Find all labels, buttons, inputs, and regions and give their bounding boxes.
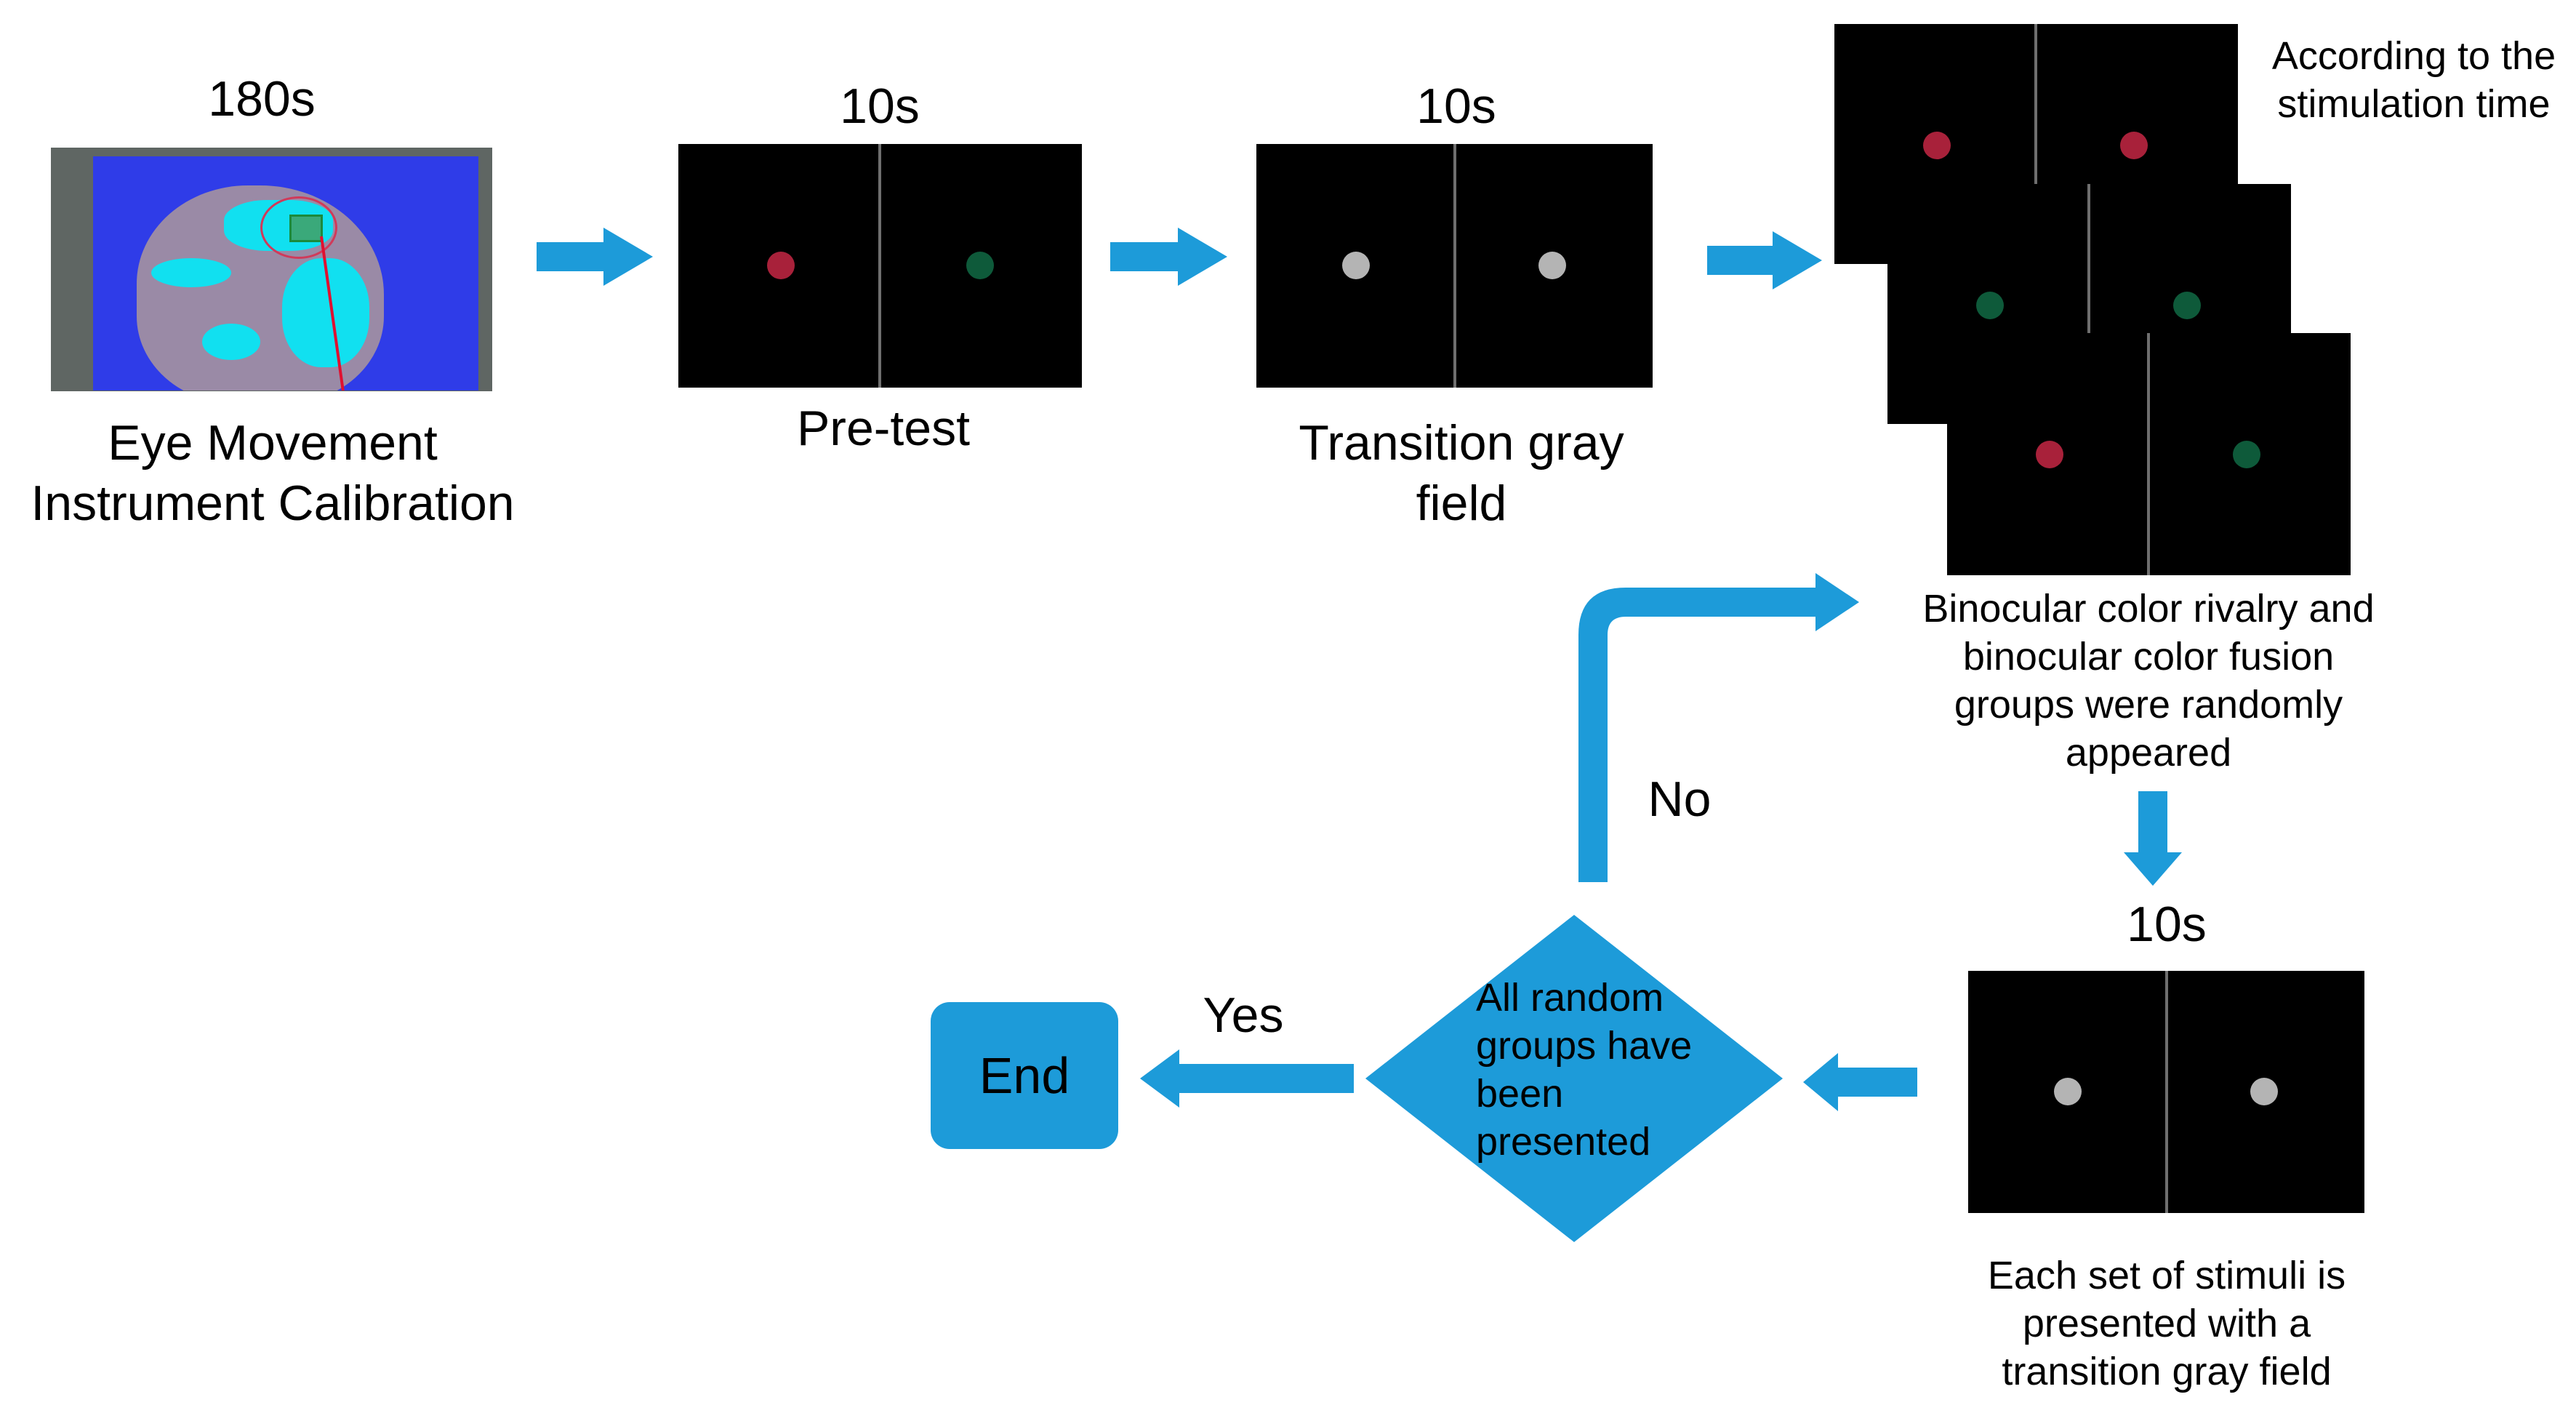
gray-dot	[2054, 1078, 2082, 1105]
calibration-image	[51, 148, 492, 391]
grayfield-label-line1: Each set of stimuli is	[1987, 1254, 2346, 1297]
arrow-down	[2124, 791, 2182, 886]
decision-diamond	[1365, 915, 1783, 1242]
transition-time: 10s	[1416, 79, 1496, 134]
grayfield-label-line2: presented with a	[2022, 1301, 2311, 1345]
grayfield-label: Each set of stimuli is presented with a …	[1912, 1252, 2421, 1396]
green-dot	[2173, 292, 2201, 319]
decision-line3: been	[1476, 1071, 1564, 1116]
pretest-time: 10s	[840, 79, 920, 134]
arrow-loop-no	[1578, 573, 1859, 882]
stimulus-screen-3	[1947, 333, 2351, 575]
stimulation-note-line2: stimulation time	[2277, 81, 2551, 126]
screen-divider	[878, 144, 881, 388]
stimulation-label-line1: Binocular color rivalry and	[1922, 587, 2375, 631]
end-box: End	[931, 1002, 1118, 1149]
calibration-time: 180s	[208, 71, 316, 127]
screen-divider	[2165, 971, 2168, 1213]
calibration-label-line2: Instrument Calibration	[31, 475, 515, 531]
red-dot	[1923, 132, 1951, 159]
transition-screen	[1256, 144, 1653, 388]
arrow-right-2	[1110, 228, 1227, 286]
stimulation-label-line2: binocular color fusion	[1962, 634, 2335, 679]
calibration-screen	[93, 156, 478, 391]
screen-divider	[1453, 144, 1456, 388]
eye-tracking-blob-4	[202, 324, 260, 360]
yes-label: Yes	[1203, 988, 1284, 1043]
red-dot	[2120, 132, 2148, 159]
gray-dot	[2250, 1078, 2278, 1105]
gray-dot	[1342, 252, 1370, 279]
screen-divider	[2034, 24, 2037, 264]
transition-label-line2: field	[1416, 475, 1507, 531]
end-label: End	[979, 1047, 1070, 1104]
grayfield-label-line3: transition gray field	[2002, 1349, 2332, 1393]
pretest-label: Pre-test	[796, 401, 971, 456]
arrow-left-1	[1803, 1053, 1917, 1111]
eye-tracking-blob-1	[151, 258, 231, 287]
screen-divider	[2087, 184, 2090, 424]
green-dot	[1976, 292, 2004, 319]
grayfield-time: 10s	[2127, 897, 2207, 952]
no-label: No	[1648, 772, 1712, 827]
stimulation-note: According to the stimulation time	[2254, 33, 2574, 129]
arrow-left-2	[1140, 1049, 1354, 1108]
red-dot	[767, 252, 795, 279]
calibration-label: Eye Movement Instrument Calibration	[7, 413, 538, 534]
decision-line2: groups have	[1476, 1023, 1693, 1068]
eye-target-circle	[260, 196, 337, 259]
calibration-label-line1: Eye Movement	[108, 415, 438, 471]
grayfield-screen	[1968, 971, 2364, 1213]
decision-text: All random groups have been presented	[1476, 974, 1694, 1166]
arrow-right-1	[537, 228, 653, 286]
stimulation-label-line3: groups were randomly	[1954, 682, 2343, 726]
arrow-right-3	[1707, 231, 1822, 289]
stimulation-note-line1: According to the	[2271, 34, 2556, 78]
decision-line1: All random	[1476, 976, 1664, 1020]
transition-label: Transition gray field	[1251, 413, 1672, 534]
stimulation-label-line4: appeared	[2065, 730, 2232, 774]
transition-label-line1: Transition gray	[1299, 415, 1624, 471]
green-dot	[2233, 441, 2260, 468]
red-dot	[2036, 441, 2063, 468]
decision-line4: presented	[1476, 1119, 1651, 1164]
green-dot	[966, 252, 994, 279]
pretest-screen	[678, 144, 1082, 388]
screen-divider	[2147, 333, 2150, 575]
stimulation-label: Binocular color rivalry and binocular co…	[1876, 585, 2421, 777]
gray-dot	[1538, 252, 1566, 279]
